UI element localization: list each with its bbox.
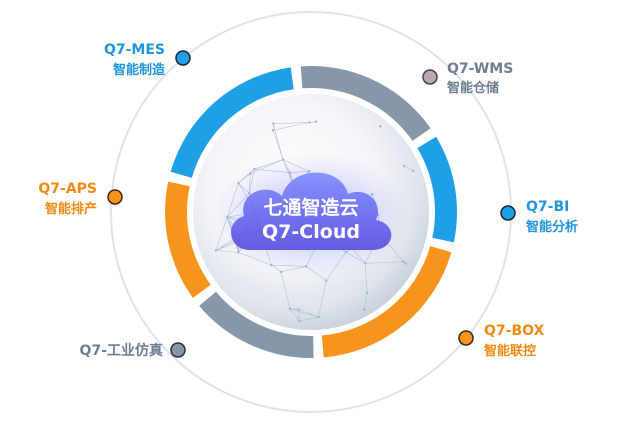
mesh-node (404, 262, 407, 265)
mesh-line (364, 292, 368, 310)
segment-ring (165, 66, 457, 358)
mesh-node (412, 169, 415, 173)
bi-subtitle: 智能分析 (526, 219, 578, 235)
mesh-line (318, 280, 327, 318)
mesh-line (273, 122, 310, 131)
plm-marker-dot[interactable] (170, 342, 186, 358)
mesh-line (298, 308, 319, 318)
box-marker-dot[interactable] (458, 330, 474, 346)
bi-marker-dot[interactable] (500, 205, 516, 221)
mesh-line (273, 122, 310, 124)
mesh-node (379, 125, 382, 128)
ring-segment-box (321, 246, 452, 358)
mes-subtitle: 智能制造 (113, 62, 166, 78)
center-subtitle: Q7-Cloud (262, 221, 360, 243)
mesh-line (272, 130, 284, 160)
mesh-line (289, 308, 299, 310)
mesh-line (365, 261, 404, 264)
mesh-line (364, 263, 368, 293)
mesh-line (289, 308, 319, 318)
mesh-line (403, 165, 414, 172)
aps-title: Q7-APS (38, 181, 97, 197)
wms-title: Q7-WMS (447, 61, 513, 77)
mesh-node (271, 129, 275, 132)
wms-marker-dot[interactable] (422, 69, 438, 85)
mes-title: Q7-MES (104, 42, 165, 58)
mes-marker-dot[interactable] (175, 50, 191, 66)
aps-marker-dot[interactable] (107, 189, 123, 205)
mesh-node (402, 260, 405, 263)
mesh-node (363, 308, 366, 311)
box-subtitle: 智能联控 (484, 343, 536, 359)
plm-title: Q7-工业仿真 (80, 342, 163, 359)
ring-segment-aps (165, 181, 211, 298)
cloud-icon (231, 172, 392, 250)
bi-title: Q7-BI (526, 199, 569, 215)
mesh-line (280, 271, 291, 309)
mesh-node (214, 249, 218, 252)
wms-subtitle: 智能仓储 (447, 80, 499, 96)
mesh-node (402, 164, 406, 168)
box-title: Q7-BOX (484, 323, 545, 339)
mesh-node (297, 308, 300, 311)
ring-segment-bi (417, 136, 457, 243)
aps-subtitle: 智能排产 (45, 201, 97, 217)
mesh-node (298, 319, 301, 323)
mesh-line (289, 308, 300, 322)
mesh-line (273, 123, 284, 160)
center-title: 七通智造云 (263, 196, 358, 219)
ring-segment-plm (199, 291, 314, 358)
ring-segment-mes (170, 67, 294, 178)
mesh-node (288, 307, 291, 310)
mesh-node (325, 279, 328, 282)
mesh-node (317, 315, 320, 319)
mesh-line (298, 309, 300, 321)
ring-segment-wms (300, 66, 431, 141)
mesh-node (365, 291, 369, 295)
mesh-node (308, 121, 311, 124)
mesh-node (314, 120, 318, 123)
mesh-node (272, 122, 275, 125)
mesh-line (299, 316, 319, 322)
